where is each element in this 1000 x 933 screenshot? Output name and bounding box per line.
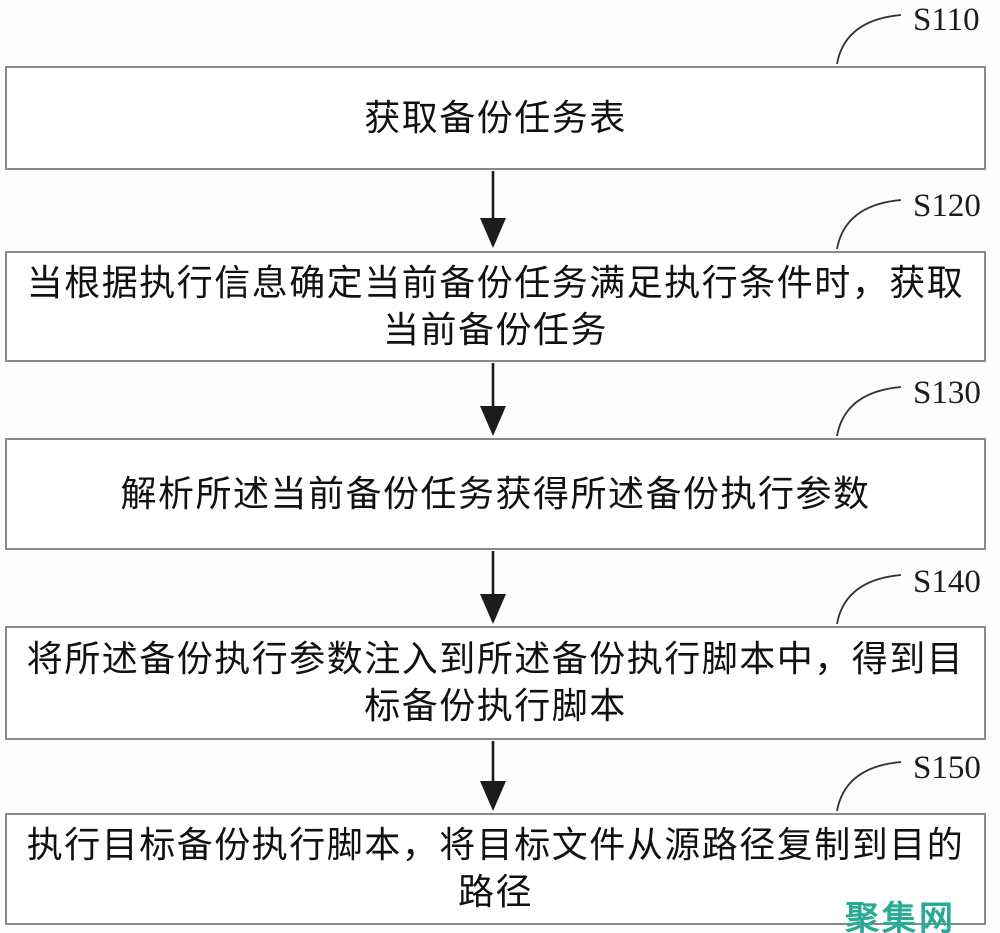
step-label-s110: S110 — [913, 2, 980, 38]
step-box-s130: 解析所述当前备份任务获得所述备份执行参数 — [5, 438, 986, 550]
step-box-s110: 获取备份任务表 — [5, 66, 986, 170]
step-box-s150: 执行目标备份执行脚本，将目标文件从源路径复制到目的路径 — [5, 813, 986, 925]
step-box-s120: 当根据执行信息确定当前备份任务满足执行条件时，获取当前备份任务 — [5, 251, 986, 362]
step-label-s130: S130 — [913, 375, 981, 411]
step-text: 获取备份任务表 — [364, 97, 627, 138]
step-box-s140: 将所述备份执行参数注入到所述备份执行脚本中，得到目标备份执行脚本 — [5, 626, 986, 740]
watermark-text: 聚集网 — [845, 900, 956, 933]
down-arrow-icon — [480, 363, 506, 436]
label-leader-line-s150 — [836, 761, 902, 812]
step-label-s140: S140 — [913, 564, 981, 600]
label-leader-line-s140 — [836, 574, 902, 625]
label-leader-line-s120 — [836, 199, 902, 250]
step-label-s150: S150 — [913, 750, 981, 786]
step-text: 当根据执行信息确定当前备份任务满足执行条件时，获取当前备份任务 — [26, 262, 965, 350]
label-leader-line-s130 — [836, 386, 902, 437]
label-leader-line-s110 — [836, 14, 902, 65]
down-arrow-icon — [480, 551, 506, 624]
down-arrow-icon — [480, 171, 506, 248]
down-arrow-icon — [480, 741, 506, 811]
step-text: 将所述备份执行参数注入到所述备份执行脚本中，得到目标备份执行脚本 — [26, 639, 965, 726]
step-text: 执行目标备份执行脚本，将目标文件从源路径复制到目的路径 — [26, 825, 965, 912]
step-text: 解析所述当前备份任务获得所述备份执行参数 — [120, 473, 871, 514]
step-label-s120: S120 — [913, 188, 981, 224]
